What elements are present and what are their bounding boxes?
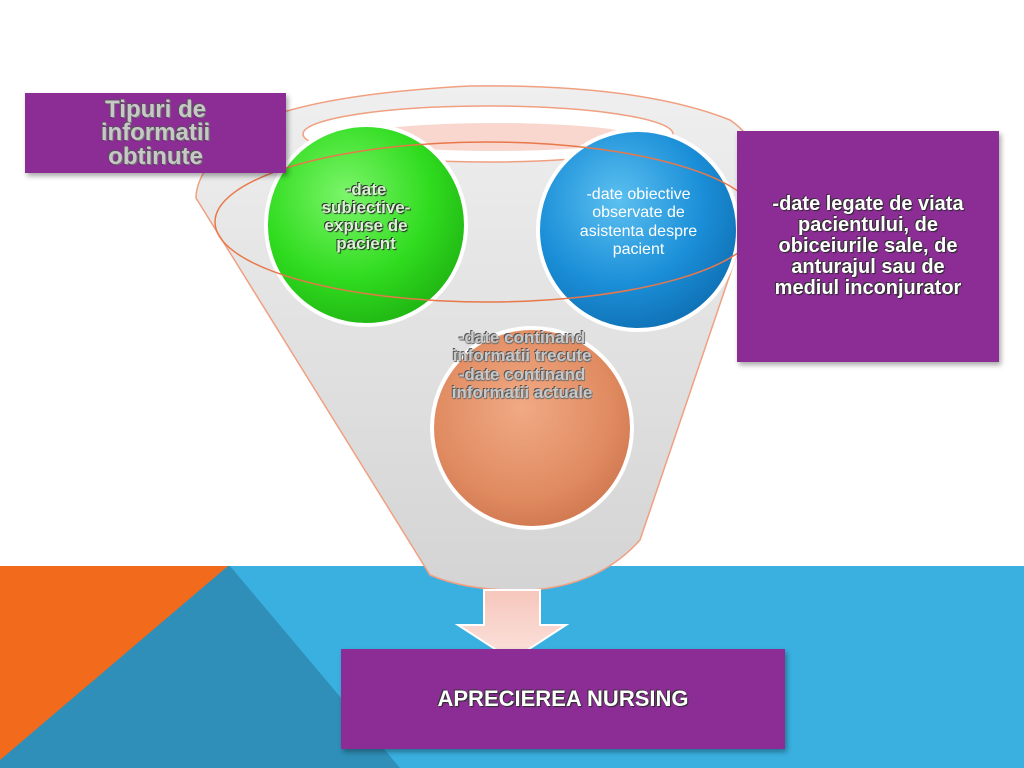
circle-orange (430, 326, 634, 530)
title-box-text: Tipuri de informatii obtinute (100, 95, 211, 170)
right-box-text: -date legate de viata pacientului, de ob… (772, 193, 964, 299)
result-box: APRECIEREA NURSING (341, 649, 785, 749)
arrow-down (454, 589, 570, 662)
circle-blue-text: -date obiective observate de asistenta d… (579, 186, 698, 259)
background-banner-orange (0, 566, 228, 760)
right-box: -date legate de viata pacientului, de ob… (737, 131, 999, 362)
title-box: Tipuri de informatii obtinute (25, 93, 286, 173)
result-box-text: APRECIEREA NURSING (437, 686, 689, 712)
circle-orange-line1: -date continand informatii trecute (452, 328, 592, 366)
circle-orange-line2: -date continand informatii actuale (451, 364, 593, 403)
circle-green (264, 123, 468, 327)
circle-orange-text: -date continand informatii trecute -date… (424, 328, 620, 403)
circle-green-text: -date subiective-expuse de pacient (321, 180, 411, 253)
